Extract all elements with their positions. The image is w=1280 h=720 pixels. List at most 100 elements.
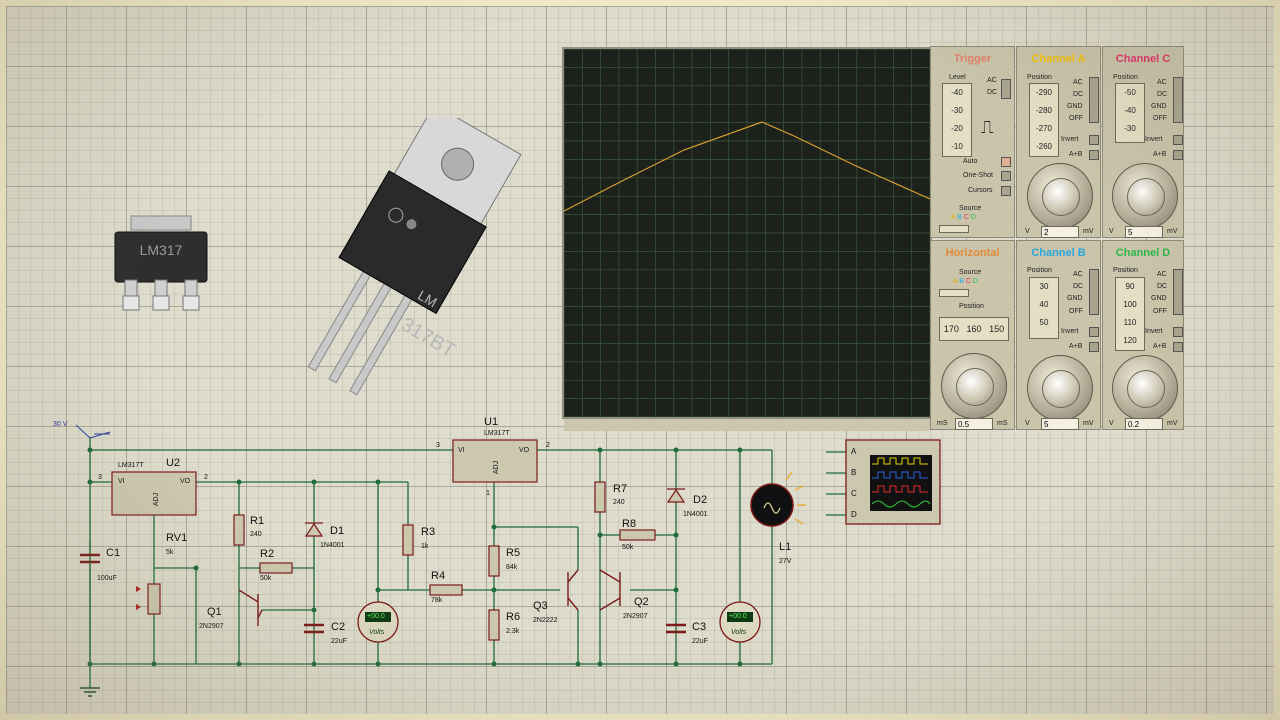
u1-part: LM317T [484, 430, 510, 437]
u1-regulator[interactable] [452, 439, 538, 483]
channel-a-position-slider[interactable]: -290 -280 -270 -260 [1029, 83, 1059, 157]
voltmeter-1-label: Volts [369, 629, 385, 636]
pos-tick: -290 [1035, 88, 1052, 97]
channel-d-invert-button[interactable] [1173, 327, 1183, 337]
pos-tick: 170 [943, 324, 959, 334]
u2-pin-in: 3 [98, 474, 102, 481]
channel-b-coupling-switch[interactable] [1089, 269, 1099, 315]
voltmeter-2[interactable] [719, 601, 761, 643]
c3-value: 22uF [692, 638, 708, 645]
pos-tick: 110 [1123, 318, 1137, 327]
horizontal-position-slider[interactable]: 170 160 150 [939, 317, 1009, 341]
r3-resistor[interactable] [402, 524, 414, 556]
r4-value: 78k [431, 597, 443, 604]
channel-a-value[interactable]: 2 [1041, 226, 1079, 238]
channel-b-volts-knob[interactable] [1027, 355, 1093, 421]
r6-resistor[interactable] [488, 609, 500, 641]
l1-value: 27V [779, 558, 792, 565]
channel-d-invert-label: Invert [1145, 328, 1163, 335]
u2-adj: ADJ [153, 492, 161, 507]
channel-b-unit-right: mV [1083, 420, 1094, 427]
scope-input-c: C [851, 489, 857, 498]
supply-label: 30 V [53, 421, 68, 428]
smd-marking: LM317 [140, 242, 183, 258]
channel-b-invert-label: Invert [1061, 328, 1079, 335]
l1-lamp[interactable] [750, 471, 806, 527]
trigger-level-slider[interactable]: -40 -30 -20 -10 [942, 83, 972, 157]
channel-d-position-label: Position [1113, 267, 1138, 274]
channel-c-position-label: Position [1113, 74, 1138, 81]
horizontal-source-slider[interactable] [939, 289, 969, 297]
trigger-cursors-label: Cursors [968, 187, 993, 194]
trigger-oneshot-button[interactable] [1001, 171, 1011, 181]
channel-b-unit-left: V [1025, 420, 1030, 427]
d1-diode[interactable] [304, 522, 324, 537]
channel-c-volts-knob[interactable] [1112, 163, 1178, 229]
channel-d-value[interactable]: 0.2 [1125, 418, 1163, 430]
oscilloscope-component[interactable] [845, 439, 941, 525]
trigger-cursors-button[interactable] [1001, 186, 1011, 196]
channel-c-position-slider[interactable]: -50 -40 -30 [1115, 83, 1145, 143]
channel-d-sum-button[interactable] [1173, 342, 1183, 352]
channel-a-invert-button[interactable] [1089, 135, 1099, 145]
channel-c-value[interactable]: 5 [1125, 226, 1163, 238]
channel-d-coupling-switch[interactable] [1173, 269, 1183, 315]
channel-c-coupling-switch[interactable] [1173, 77, 1183, 123]
ground-symbol[interactable] [80, 687, 100, 697]
u2-ref: U2 [166, 457, 181, 469]
timebase-knob[interactable] [941, 353, 1007, 419]
channel-c-invert-label: Invert [1145, 136, 1163, 143]
channel-a-invert-label: Invert [1061, 136, 1079, 143]
trigger-source-options: A B C D [951, 214, 976, 221]
pos-tick: -40 [1124, 106, 1136, 115]
channel-b-sum-button[interactable] [1089, 342, 1099, 352]
channel-c-gnd: GND [1151, 103, 1167, 110]
r7-resistor[interactable] [594, 481, 606, 513]
trigger-source-slider[interactable] [939, 225, 969, 233]
rv1-adjust-arrows[interactable] [136, 586, 141, 610]
r8-ref: R8 [622, 518, 637, 530]
voltmeter-1[interactable] [357, 601, 399, 643]
r3-ref: R3 [421, 526, 436, 538]
channel-d-volts-knob[interactable] [1112, 355, 1178, 421]
rv1-potentiometer[interactable] [147, 583, 161, 615]
r5-resistor[interactable] [488, 545, 500, 577]
channel-c-off: OFF [1153, 115, 1167, 122]
q2-ref: Q2 [634, 596, 649, 608]
channel-a-coupling-switch[interactable] [1089, 77, 1099, 123]
channel-c-sum-button[interactable] [1173, 150, 1183, 160]
d2-diode[interactable] [666, 488, 686, 503]
r1-resistor[interactable] [233, 514, 245, 546]
channel-d-position-slider[interactable]: 90 100 110 120 [1115, 277, 1145, 351]
pos-tick: 40 [1039, 300, 1049, 309]
source-c: C [965, 278, 971, 285]
r4-resistor[interactable] [429, 584, 463, 596]
edge-icon[interactable]: ⎍ [981, 117, 994, 137]
voltmeter-1-reading: +00.0 [367, 613, 385, 620]
pos-tick: 90 [1125, 282, 1135, 291]
supply-terminal[interactable] [75, 424, 111, 439]
channel-c-invert-button[interactable] [1173, 135, 1183, 145]
d2-value: 1N4001 [683, 511, 708, 518]
trigger-auto-button[interactable] [1001, 157, 1011, 167]
q3-ref: Q3 [533, 600, 548, 612]
channel-b-invert-button[interactable] [1089, 327, 1099, 337]
q1-value: 2N2907 [199, 623, 224, 630]
trigger-oneshot-label: One-Shot [963, 172, 993, 179]
channel-b-position-slider[interactable]: 30 40 50 [1029, 277, 1059, 339]
channel-a-position-label: Position [1027, 74, 1052, 81]
channel-c-ac: AC [1157, 79, 1167, 86]
channel-a-sum-button[interactable] [1089, 150, 1099, 160]
channel-c-dc: DC [1157, 91, 1168, 98]
channel-d-sum-label: A+B [1153, 343, 1167, 350]
u2-regulator[interactable] [111, 471, 197, 516]
timebase-value[interactable]: 0.5 [955, 418, 993, 430]
horizontal-title: Horizontal [945, 247, 1000, 259]
channel-b-sum-label: A+B [1069, 343, 1083, 350]
pos-tick: -30 [1124, 124, 1136, 133]
r8-resistor[interactable] [619, 529, 656, 541]
trigger-coupling-switch[interactable] [1001, 79, 1011, 99]
channel-b-value[interactable]: 5 [1041, 418, 1079, 430]
channel-a-panel: Channel A Position -290 -280 -270 -260 A… [1016, 46, 1101, 238]
r2-resistor[interactable] [259, 562, 293, 574]
